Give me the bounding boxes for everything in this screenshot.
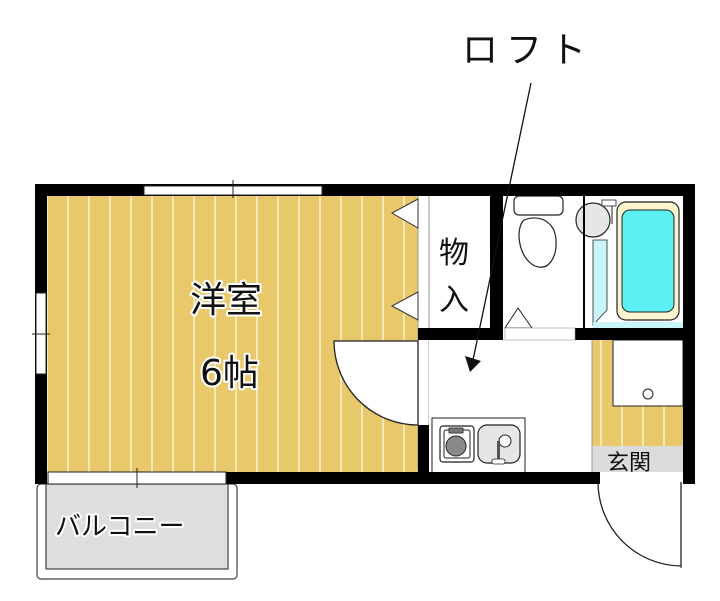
entrance-door-swing-icon <box>597 481 682 567</box>
room-door-swing-icon <box>333 340 419 426</box>
entrance-step <box>592 446 683 472</box>
western-room-floor <box>46 194 418 472</box>
balcony-label: バルコニー <box>55 512 184 542</box>
loft-arrow-icon <box>465 356 481 372</box>
storage-closet <box>418 194 490 328</box>
loft-label: ロフト <box>462 30 594 71</box>
washbasin-icon <box>575 202 611 238</box>
closet-door-icon <box>390 198 419 229</box>
storage-label-2: 入 <box>439 283 469 318</box>
closet-door-icon <box>390 291 419 321</box>
western-room-size-label: 6帖 <box>200 353 259 394</box>
storage-label-1: 物 <box>439 236 469 271</box>
loft-pointer-line <box>472 82 532 361</box>
toilet-tank-icon <box>513 195 564 216</box>
western-room-label: 洋室 <box>190 280 262 321</box>
entrance-label: 玄関 <box>607 451 651 476</box>
toilet-bowl-icon <box>518 217 557 268</box>
